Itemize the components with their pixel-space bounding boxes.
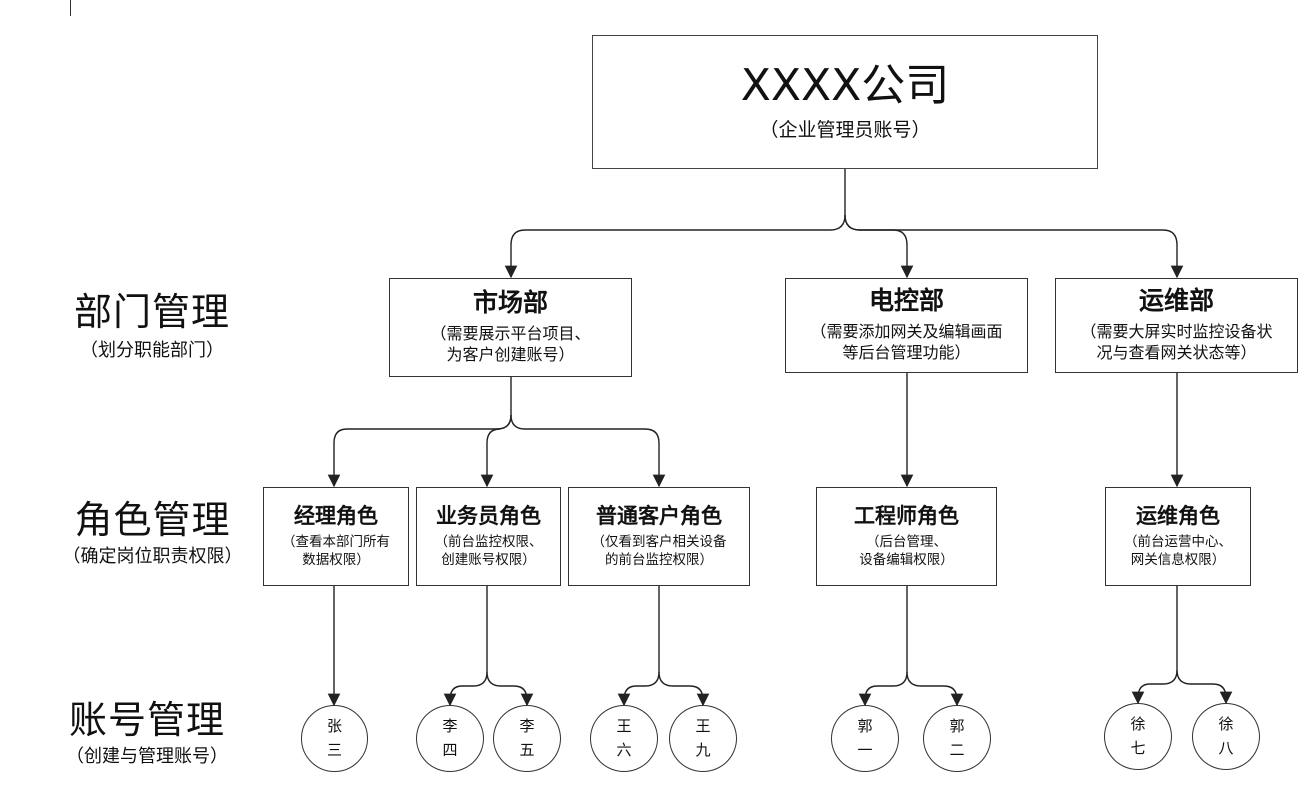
role-desc-line2: 的前台监控权限） [605, 552, 713, 569]
role-title: 业务员角色 [436, 503, 541, 528]
role-desc-line2: 数据权限） [302, 552, 370, 569]
edge-market-role-manager [327, 376, 512, 488]
account-name-char: 八 [1218, 738, 1234, 757]
edge-company-dept-ops [844, 214, 1184, 279]
role-title: 普通客户角色 [596, 503, 722, 528]
account-node: 徐 七 [1104, 703, 1172, 770]
company-title: XXXX公司 [740, 60, 950, 112]
dept-node-ops: 运维部 （需要大屏实时监控设备状 况与查看网关状态等） [1055, 278, 1298, 373]
edge-market-role-customer [510, 414, 666, 488]
account-name-char: 郭 [949, 717, 965, 736]
account-name-char: 徐 [1218, 715, 1234, 734]
account-node: 徐 八 [1192, 703, 1260, 770]
account-name-char: 三 [326, 740, 342, 759]
role-node-sales: 业务员角色 （前台监控权限、 创建账号权限） [416, 487, 561, 586]
dept-title: 市场部 [472, 288, 548, 318]
text-cursor-mark [70, 0, 71, 16]
section-dept-label: 部门管理 （划分职能部门） [52, 290, 252, 361]
role-desc-line2: 设备编辑权限） [859, 552, 954, 569]
dept-desc-line1: （需要展示平台项目、 [430, 323, 591, 343]
edge-sales-account-2 [486, 671, 534, 707]
dept-title: 电控部 [868, 286, 944, 316]
account-node: 王 六 [590, 705, 658, 772]
role-node-ops: 运维角色 （前台运营中心、 网关信息权限） [1105, 487, 1251, 586]
account-node: 李 四 [416, 705, 484, 772]
company-node: XXXX公司 （企业管理员账号） [592, 35, 1098, 169]
dept-desc-line1: （需要添加网关及编辑画面 [810, 321, 1003, 341]
edge-market-role-sales [480, 414, 512, 488]
account-node: 郭 一 [831, 705, 899, 772]
account-name-char: 王 [695, 717, 711, 736]
edge-customer-account-2 [658, 671, 710, 707]
account-name-char: 徐 [1130, 715, 1146, 734]
edge-engineer-account-2 [906, 671, 964, 707]
account-name-char: 六 [616, 740, 632, 759]
section-role-label: 角色管理 （确定岗位职责权限） [40, 498, 265, 567]
dept-desc-line2: 为客户创建账号） [446, 345, 575, 365]
role-desc-line1: （查看本部门所有 [282, 533, 390, 550]
role-title: 运维角色 [1136, 503, 1220, 528]
account-name-char: 一 [857, 740, 873, 759]
edge-ops-account-2 [1176, 669, 1233, 705]
dept-desc-line1: （需要大屏实时监控设备状 [1080, 321, 1273, 341]
dept-desc-line2: 等后台管理功能） [842, 343, 971, 363]
dept-node-market: 市场部 （需要展示平台项目、 为客户创建账号） [389, 278, 632, 377]
role-desc-line1: （后台管理、 [866, 533, 947, 550]
section-account-label: 账号管理 （创建与管理账号） [42, 698, 252, 767]
role-desc-line1: （仅看到客户相关设备 [591, 533, 727, 550]
role-desc-line1: （前台监控权限、 [434, 533, 543, 550]
role-title: 工程师角色 [854, 503, 959, 528]
edge-company-dept-electric [844, 214, 914, 279]
account-node: 王 九 [669, 705, 737, 772]
account-name-char: 郭 [857, 717, 873, 736]
role-desc-line2: 网关信息权限） [1130, 552, 1226, 569]
role-title: 经理角色 [294, 503, 378, 528]
account-name-char: 王 [616, 717, 632, 736]
account-name-char: 张 [326, 717, 342, 736]
account-node: 李 五 [493, 705, 561, 772]
role-desc-line1: （前台运营中心、 [1124, 533, 1232, 550]
account-name-char: 七 [1130, 738, 1146, 757]
account-name-char: 九 [695, 740, 711, 759]
edge-sales-account-1 [443, 585, 488, 707]
section-role-title: 角色管理 [74, 498, 231, 542]
account-name-char: 李 [442, 717, 458, 736]
role-node-manager: 经理角色 （查看本部门所有 数据权限） [263, 487, 409, 586]
role-desc-line2: 创建账号权限） [441, 552, 536, 569]
dept-node-electric: 电控部 （需要添加网关及编辑画面 等后台管理功能） [785, 278, 1028, 373]
account-name-char: 五 [519, 740, 535, 759]
account-node: 郭 二 [923, 705, 991, 772]
edge-engineer-account-1 [858, 585, 908, 707]
dept-title: 运维部 [1138, 286, 1214, 316]
edge-ops-account-1 [1131, 585, 1178, 705]
role-node-engineer: 工程师角色 （后台管理、 设备编辑权限） [816, 487, 997, 586]
edge-customer-account-1 [617, 585, 660, 707]
section-dept-subtitle: （划分职能部门） [80, 339, 224, 361]
section-account-title: 账号管理 [68, 698, 225, 742]
company-subtitle: （企业管理员账号） [759, 118, 931, 141]
edge-company-dept-market [504, 168, 846, 279]
account-node: 张 三 [301, 705, 368, 772]
section-role-subtitle: （确定岗位职责权限） [62, 545, 243, 567]
section-dept-title: 部门管理 [73, 290, 230, 334]
dept-desc-line2: 况与查看网关状态等） [1096, 343, 1257, 363]
role-node-customer: 普通客户角色 （仅看到客户相关设备 的前台监控权限） [568, 487, 750, 586]
section-account-subtitle: （创建与管理账号） [66, 745, 228, 767]
account-name-char: 二 [949, 740, 965, 759]
account-name-char: 四 [442, 740, 458, 759]
account-name-char: 李 [519, 717, 535, 736]
